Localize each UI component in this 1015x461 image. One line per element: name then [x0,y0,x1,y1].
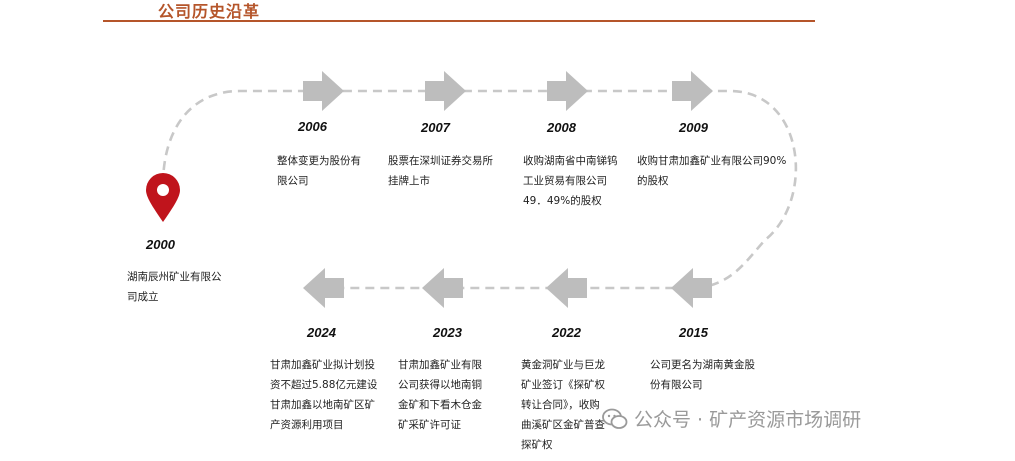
arrow-2024 [303,268,344,308]
year-2024: 2024 [307,325,336,340]
location-pin-icon [146,173,180,222]
watermark-text: 公众号 · 矿产资源市场调研 [634,409,862,431]
timeline-dashed-track [161,89,798,290]
arrow-2009 [672,71,713,111]
top-arrows [303,71,713,111]
arrow-2022 [546,268,587,308]
event-desc-2008: 收购湖南省中南锑钨工业贸易有限公司49．49%的股权 [523,155,618,207]
event-desc-2023: 甘肃加鑫矿业有限公司获得以地南铜金矿和下看木仓金矿采矿许可证 [398,359,482,431]
arrow-2007 [425,71,466,111]
event-desc-2006: 整体变更为股份有限公司 [277,155,361,187]
year-2022: 2022 [552,325,581,340]
wechat-icon [602,408,628,429]
page-title: 公司历史沿革 [158,2,261,21]
event-desc-2007: 股票在深圳证券交易所挂牌上市 [388,155,493,187]
event-desc-2009: 收购甘肃加鑫矿业有限公司90%的股权 [637,155,787,187]
year-2008: 2008 [547,120,576,135]
arrow-2015 [671,268,712,308]
event-desc-2022: 黄金洞矿业与巨龙矿业签订《探矿权转让合同》，收购曲溪矿区金矿普查探矿权 [521,359,605,451]
year-2023: 2023 [433,325,462,340]
year-2007: 2007 [421,120,450,135]
arrow-2023 [422,268,463,308]
arrow-2008 [547,71,588,111]
year-2000: 2000 [146,237,175,252]
year-2006: 2006 [298,119,327,134]
event-desc-2015: 公司更名为湖南黄金股份有限公司 [650,359,755,391]
bottom-arrows [303,268,712,308]
arrow-2006 [303,71,344,111]
title-underline [103,20,815,22]
event-desc-2000: 湖南辰州矿业有限公司成立 [127,271,222,303]
event-desc-2024: 甘肃加鑫矿业拟计划投资不超过5.88亿元建设甘肃加鑫以地南矿区矿产资源利用项目 [270,359,378,431]
watermark: 公众号 · 矿产资源市场调研 [602,405,861,432]
year-2009: 2009 [679,120,708,135]
year-2015: 2015 [679,325,708,340]
